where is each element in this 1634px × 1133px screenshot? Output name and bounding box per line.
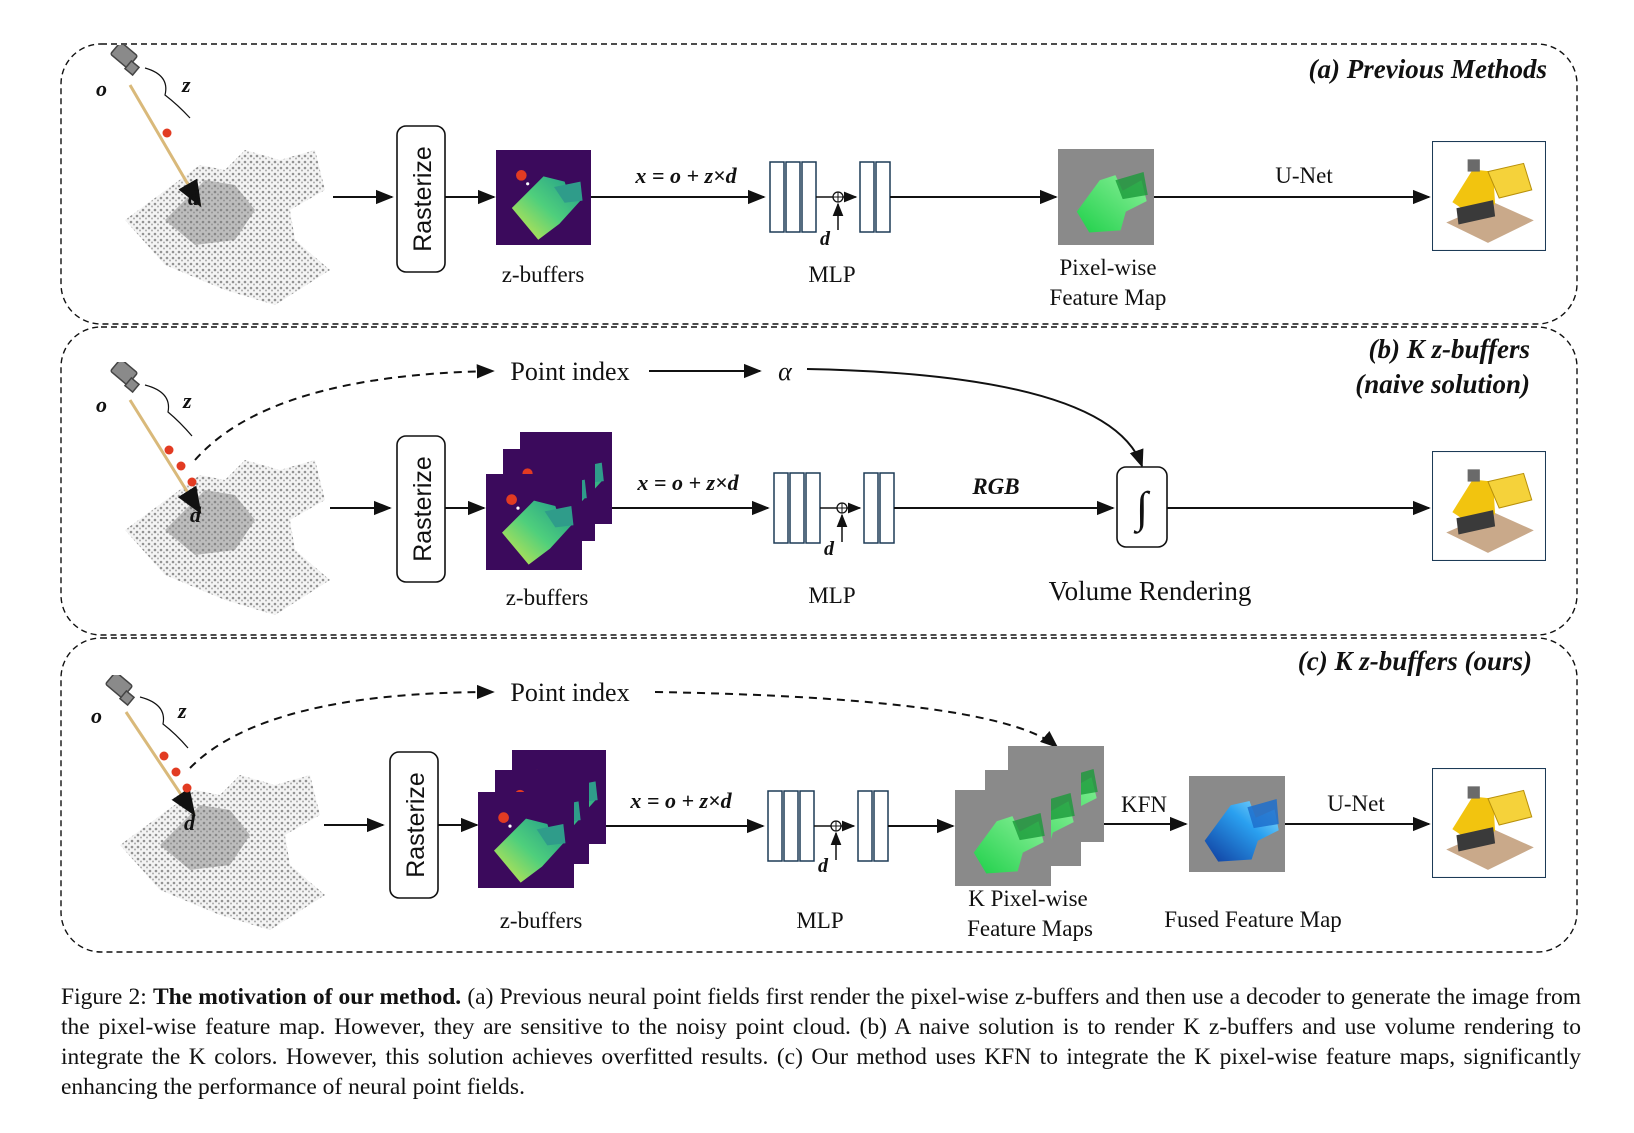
mlp-d-label: d: [820, 228, 831, 250]
d-label: d: [184, 810, 196, 835]
rasterize-label: Rasterize: [402, 772, 430, 878]
zbuffer-image: [478, 792, 574, 888]
o-label: o: [91, 703, 102, 728]
sample-point: [182, 783, 192, 793]
camera-ray: [128, 84, 202, 208]
o-label: o: [96, 76, 107, 101]
point-cloud-image: [125, 150, 330, 305]
fused-feature-map-label: Fused Feature Map: [1164, 907, 1342, 932]
equation-label: x = o + z×d: [636, 470, 739, 495]
d-label: d: [188, 185, 200, 210]
k-feature-maps-label-2: Feature Maps: [967, 916, 1093, 941]
feature-map-label-1: Pixel-wise: [1059, 255, 1156, 280]
rasterize-label: Rasterize: [409, 456, 437, 562]
mlp-block: [769, 161, 891, 233]
alpha-arrow: [806, 368, 1144, 468]
figure-diagram: o z d Rasterize z-buffers x = o + z×d d …: [60, 43, 1578, 953]
z-label: z: [177, 698, 187, 723]
zbuffer-image: [486, 474, 582, 570]
kfn-label: KFN: [1121, 792, 1167, 817]
rendered-image: [1432, 768, 1546, 878]
point-index-label: Point index: [510, 357, 629, 386]
mlp-label: MLP: [796, 908, 843, 933]
z-brace: [144, 67, 191, 119]
camera-ray: [128, 399, 202, 515]
panel-c-frame: [60, 637, 1578, 953]
unet-label: U-Net: [1275, 163, 1333, 188]
z-label: z: [182, 388, 192, 413]
feature-map-image: [955, 790, 1051, 886]
zbuffer-image: [496, 150, 591, 245]
z-brace: [144, 384, 193, 437]
feature-map-image: [1058, 149, 1154, 245]
mlp-d-label: d: [824, 538, 835, 560]
rendered-image: [1432, 451, 1546, 561]
sample-point: [187, 477, 197, 487]
rendered-image: [1432, 141, 1546, 251]
alpha-label: α: [778, 357, 793, 386]
zbuffers-label: z-buffers: [506, 585, 589, 610]
camera-icon: [109, 362, 140, 393]
equation-label: x = o + z×d: [629, 788, 732, 813]
figure-caption: Figure 2: The motivation of our method. …: [61, 982, 1581, 1102]
sample-point: [176, 461, 186, 471]
dashed-arrow: [189, 684, 495, 769]
o-label: o: [96, 392, 107, 417]
sample-point: [171, 767, 181, 777]
rasterize-box: [396, 125, 446, 273]
mlp-block: [767, 790, 889, 862]
zbuffers-label: z-buffers: [500, 908, 583, 933]
camera-icon: [109, 45, 140, 76]
fused-feature-map-image: [1189, 776, 1285, 872]
integral-symbol: ∫: [1133, 483, 1151, 534]
mlp-block: [773, 472, 895, 544]
rasterize-label: Rasterize: [409, 146, 437, 252]
z-brace: [139, 696, 189, 749]
point-index-label: Point index: [510, 678, 629, 707]
dashed-arrow: [194, 364, 495, 461]
sample-point: [162, 128, 172, 138]
panel-b-frame: [60, 326, 1578, 636]
panel-a-title: (a) Previous Methods: [1309, 54, 1548, 84]
k-feature-maps-label-1: K Pixel-wise: [968, 886, 1087, 911]
point-cloud-image: [125, 460, 330, 615]
z-label: z: [181, 72, 191, 97]
camera-ray: [124, 711, 196, 817]
zbuffers-label: z-buffers: [502, 262, 585, 287]
unet-label: U-Net: [1327, 791, 1385, 816]
panel-a: o z d Rasterize z-buffers x = o + z×d d …: [96, 45, 1548, 310]
point-cloud-image: [120, 775, 325, 930]
sample-point: [159, 751, 169, 761]
panel-b-title-1: (b) K z-buffers: [1369, 334, 1531, 364]
volume-rendering-label: Volume Rendering: [1049, 576, 1252, 606]
dashed-arrow: [654, 691, 1059, 749]
mlp-label: MLP: [808, 583, 855, 608]
rgb-label: RGB: [971, 474, 1019, 499]
caption-bold: The motivation of our method.: [152, 984, 462, 1010]
panel-b: o z d Point index α Rasterize z-buffers …: [96, 334, 1546, 615]
mlp-label: MLP: [808, 262, 855, 287]
camera-icon: [104, 675, 135, 706]
caption-label: Figure 2:: [61, 984, 147, 1010]
panel-b-title-2: (naive solution): [1355, 369, 1530, 399]
caption-text: (a) Previous neural point fields first r…: [61, 984, 1582, 1100]
equation-label: x = o + z×d: [634, 163, 737, 188]
d-label: d: [190, 502, 202, 527]
sample-point: [164, 445, 174, 455]
panel-c-title: (c) K z-buffers (ours): [1298, 646, 1532, 676]
panel-a-frame: [60, 43, 1578, 325]
panel-c: o z d Point index Rasterize z-buffers x …: [91, 646, 1546, 941]
feature-map-label-2: Feature Map: [1050, 285, 1167, 310]
mlp-d-label: d: [818, 855, 829, 877]
